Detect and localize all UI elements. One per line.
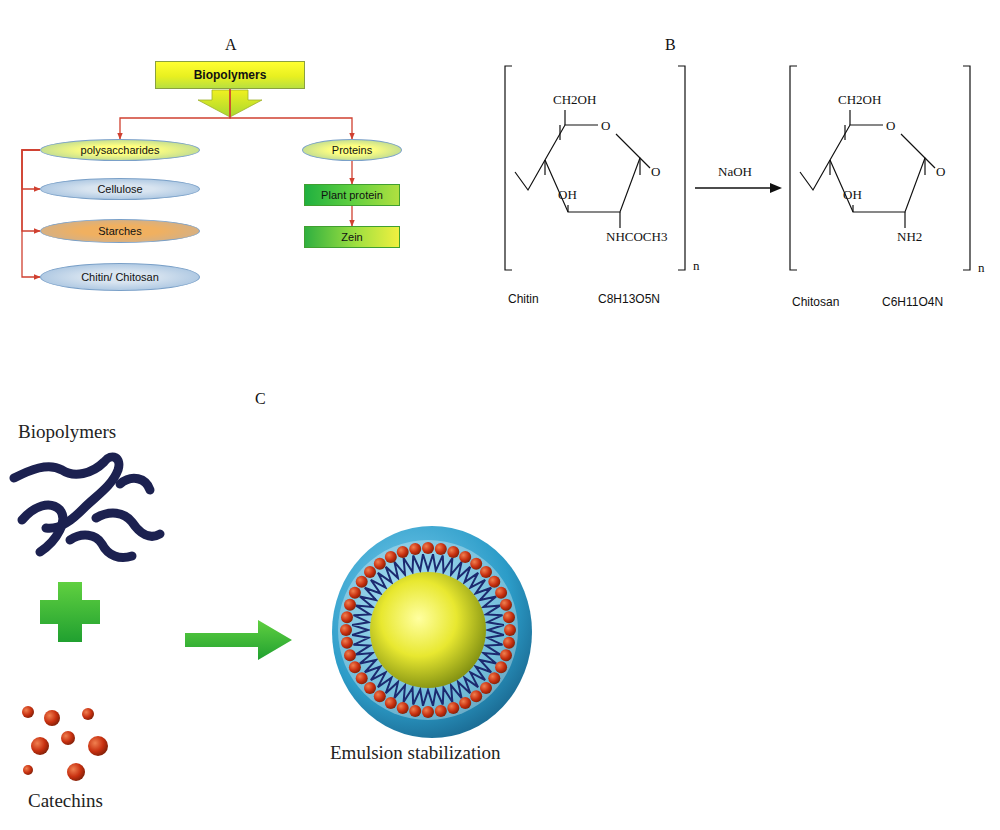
catechin-dot [495, 587, 507, 599]
catechin-dot [385, 551, 397, 563]
category-box: Plant protein [304, 184, 400, 206]
node-text: polysaccharides [81, 144, 160, 156]
catechin-dot [349, 587, 361, 599]
component-label: Biopolymers [18, 421, 116, 443]
node-text: Proteins [332, 144, 372, 156]
chitin-structure [505, 66, 685, 270]
chemical-group: OH [558, 187, 577, 203]
catechin-dot [422, 706, 434, 718]
tree-connector [22, 150, 40, 189]
node-text: Plant protein [321, 189, 383, 201]
ring-oxygen: O [886, 118, 895, 134]
catechin-dot [459, 551, 471, 563]
chemical-group: OH [843, 187, 862, 203]
component-label: Catechins [28, 790, 103, 812]
glycosidic-oxygen: O [651, 164, 660, 180]
chitosan-structure [790, 66, 970, 270]
node-text: Starches [98, 225, 141, 237]
reaction-arrow [695, 183, 782, 193]
catechin-dot [344, 649, 356, 661]
catechin-dot [374, 558, 386, 570]
title-box: Biopolymers [155, 61, 305, 89]
compound-name: Chitosan [792, 295, 839, 309]
repeat-index: n [693, 258, 700, 274]
chemical-group: CH2OH [838, 92, 881, 108]
chemical-group: NHCOCH3 [606, 229, 667, 245]
catechin-dot [374, 690, 386, 702]
panel-letter: C [255, 390, 266, 408]
glycosidic-oxygen: O [936, 164, 945, 180]
reagent-label: NaOH [718, 164, 752, 180]
catechin-dot [349, 661, 361, 673]
catechin-dot [435, 705, 447, 717]
catechin-dot [340, 624, 352, 636]
catechin-dot [356, 576, 368, 588]
tree-connector [351, 161, 352, 184]
catechin-dot [503, 611, 515, 623]
repeat-index: n [978, 260, 985, 276]
catechin-dot [422, 542, 434, 554]
chemical-group: NH2 [897, 229, 922, 245]
category-ellipse: Chitin/ Chitosan [40, 263, 200, 291]
catechin-dot [480, 682, 492, 694]
catechin-dot [341, 611, 353, 623]
catechin-dot [503, 637, 515, 649]
result-label: Emulsion stabilization [330, 742, 500, 764]
panel-letter: A [225, 36, 237, 54]
panel-letter: B [665, 36, 676, 54]
catechin-dot [495, 661, 507, 673]
catechin-dot [459, 697, 471, 709]
node-text: Zein [341, 231, 362, 243]
catechin-dot [364, 682, 376, 694]
catechin-dot [356, 672, 368, 684]
catechin-dot [344, 599, 356, 611]
catechin-dot [385, 697, 397, 709]
category-ellipse: Cellulose [40, 178, 200, 200]
plus-sign [40, 582, 100, 642]
catechin-dot [364, 566, 376, 578]
tree-connector [351, 206, 352, 226]
tree-connector [120, 89, 230, 139]
category-box: Zein [304, 226, 400, 248]
node-text: Chitin/ Chitosan [81, 271, 159, 283]
category-ellipse: Proteins [302, 139, 402, 161]
catechin-dot [488, 672, 500, 684]
catechin-dot [341, 637, 353, 649]
catechin-dot [488, 576, 500, 588]
tree-connector [22, 150, 40, 231]
catechin-dot [500, 649, 512, 661]
catechin-dot [504, 624, 516, 636]
catechin-dot [397, 702, 409, 714]
catechin-dot [397, 546, 409, 558]
compound-name: Chitin [508, 292, 539, 306]
catechin-dot [409, 543, 421, 555]
category-ellipse: Starches [40, 219, 200, 243]
molecular-formula: C6H11O4N [882, 295, 943, 309]
catechin-dots [22, 706, 108, 781]
catechin-dot [447, 546, 459, 558]
node-text: Cellulose [97, 183, 142, 195]
catechin-dot [480, 566, 492, 578]
catechin-dot [409, 705, 421, 717]
emulsion-droplet [332, 526, 532, 738]
biopolymer-chains [14, 457, 160, 558]
molecular-formula: C8H13O5N [598, 292, 660, 306]
catechin-dot [470, 558, 482, 570]
node-text: Biopolymers [194, 68, 267, 82]
catechin-dot [435, 543, 447, 555]
catechin-dot [447, 702, 459, 714]
process-arrow [185, 620, 292, 660]
tree-connector [22, 150, 40, 277]
catechin-dot [470, 690, 482, 702]
chemical-group: CH2OH [553, 92, 596, 108]
surfactant-tails [352, 554, 504, 706]
ring-oxygen: O [601, 118, 610, 134]
tree-connector [230, 89, 352, 139]
category-ellipse: polysaccharides [40, 139, 200, 161]
catechin-dot [500, 599, 512, 611]
